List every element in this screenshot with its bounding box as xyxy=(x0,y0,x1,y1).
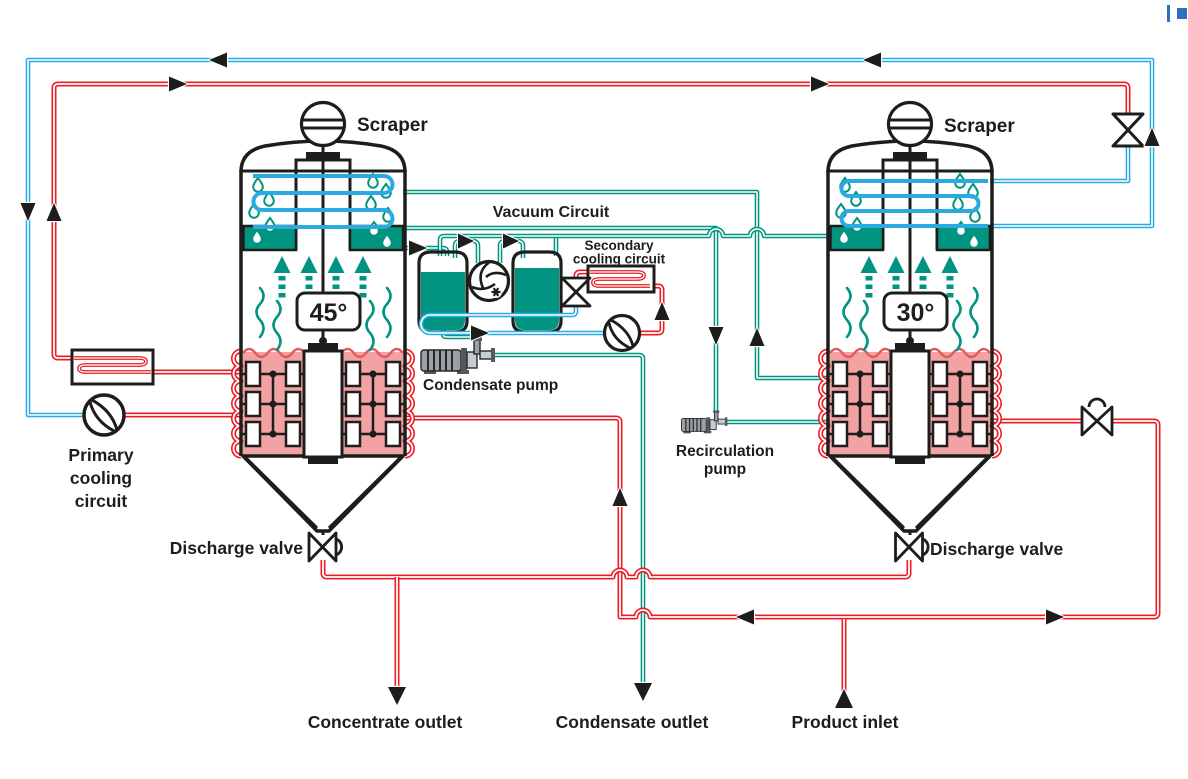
primary-cooling-label-line3: circuit xyxy=(75,491,128,511)
recirculation-pump-icon xyxy=(680,409,729,434)
pipe-secondary-valve-feed xyxy=(573,269,590,280)
recirculation-pump-label-line1: Recirculation xyxy=(676,443,774,460)
temperature-right: 30° xyxy=(897,299,935,327)
temperature-left: 45° xyxy=(310,299,348,327)
product-inlet-label: Product inlet xyxy=(792,712,899,732)
concentrate-outlet-arrow xyxy=(386,685,408,707)
pipe-tank-cooling-loop xyxy=(418,304,605,336)
temperature-badge-left xyxy=(295,291,362,332)
condensate-outlet-arrow xyxy=(632,681,654,703)
secondary-expansion-valve-icon xyxy=(560,276,592,308)
expansion-valve-top-right-icon xyxy=(1111,112,1145,148)
condenser-coil-right xyxy=(839,179,988,228)
pipe-condensate-outlet xyxy=(493,352,646,682)
concentrate-outlet-label: Concentrate outlet xyxy=(308,712,463,732)
secondary-cooling-pump-icon xyxy=(602,313,642,353)
product-inlet-valve-icon xyxy=(1080,397,1114,437)
recirculation-pump-label-line2: pump xyxy=(704,461,746,478)
pipe-discharge-manifold xyxy=(320,560,912,580)
corner-marks xyxy=(1167,5,1187,22)
secondary-cooling-label-line1: Secondary xyxy=(584,238,654,253)
primary-cooling-pump-icon xyxy=(82,393,126,437)
vessel-right: 30° xyxy=(821,103,1000,536)
primary-cooling-label-line2: cooling xyxy=(70,468,132,488)
scraper-label-left: Scraper xyxy=(357,115,428,136)
flow-arrows xyxy=(19,51,1161,710)
scraper-label-right: Scraper xyxy=(944,116,1015,137)
pipe-vacuum-circuit xyxy=(437,226,832,256)
product-inlet-arrow xyxy=(833,687,855,710)
pipe-hot-refrigerant-top xyxy=(51,81,1131,361)
primary-heat-exchanger xyxy=(70,348,155,386)
secondary-heat-exchanger xyxy=(586,264,656,294)
condenser-coil-left xyxy=(251,174,395,229)
condensate-pump-icon xyxy=(420,336,496,375)
condensate-pump-label: Condensate pump xyxy=(423,377,558,394)
vacuum-pump-icon xyxy=(467,259,511,303)
vessel-left: 45° xyxy=(234,103,413,536)
temperature-badge-right xyxy=(882,291,949,332)
primary-cooling-label-line1: Primary xyxy=(68,445,133,465)
discharge-valve-label-left: Discharge valve xyxy=(170,538,304,558)
pipe-product-inlet xyxy=(403,415,1161,620)
condensate-tank-1 xyxy=(417,250,469,334)
pipe-expansion-valve-to-coil xyxy=(990,145,1131,184)
pipe-vapor-to-second-effect xyxy=(403,189,832,381)
discharge-valve-left-icon xyxy=(307,531,343,563)
secondary-cooling-label-line2: cooling circuit xyxy=(573,252,666,267)
vacuum-circuit-label: Vacuum Circuit xyxy=(493,204,610,221)
condensate-outlet-label: Condensate outlet xyxy=(556,712,709,732)
discharge-valve-right-icon xyxy=(894,531,930,563)
pipe-coolant-return-loop xyxy=(25,57,1155,418)
discharge-valve-label-right: Discharge valve xyxy=(930,539,1064,559)
condensate-tank-2 xyxy=(511,250,563,334)
